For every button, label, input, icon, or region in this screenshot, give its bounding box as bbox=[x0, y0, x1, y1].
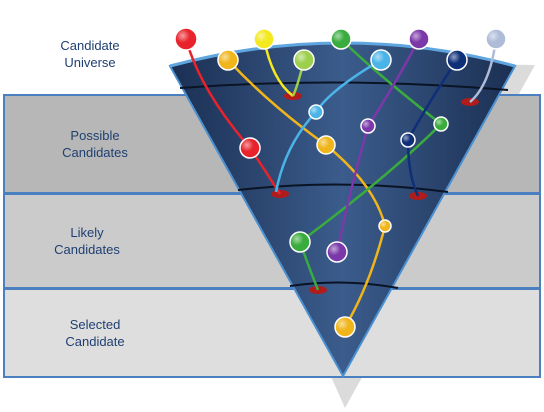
label-likely-candidates: Likely Candidates bbox=[54, 225, 120, 257]
purple-candidate-ball-shine-1 bbox=[409, 29, 429, 49]
navy-candidate-ball-shine-1 bbox=[447, 50, 467, 70]
orange-candidate-path bbox=[227, 59, 387, 328]
candidate-balls bbox=[174, 27, 507, 338]
sky-blue-candidate-ball-shine-1 bbox=[371, 50, 391, 70]
orange-candidate-ball-shine-4 bbox=[335, 317, 355, 337]
green-candidate-ball-shine-3 bbox=[290, 232, 310, 252]
band-selected bbox=[3, 288, 541, 378]
filter-ring-1 bbox=[179, 81, 509, 91]
sky-blue-candidate-ball-shine-2 bbox=[309, 105, 323, 119]
label-possible-candidates: Possible Candidates bbox=[62, 128, 128, 160]
label-selected-candidate: Selected Candidate bbox=[65, 317, 125, 349]
purple-candidate-ball-shine-2 bbox=[361, 119, 375, 133]
orange-candidate-ball-shine-3 bbox=[379, 220, 391, 232]
orange-candidate-ball-shine-1 bbox=[218, 50, 238, 70]
orange-candidate-ball-shine-2 bbox=[317, 136, 335, 154]
light-green-candidate-ball-shine-1 bbox=[294, 50, 314, 70]
green-candidate-ball-shine-1 bbox=[331, 29, 351, 49]
green-candidate-path bbox=[298, 38, 443, 291]
red-candidate-ball-shine-2 bbox=[240, 138, 260, 158]
yellow-candidate-ball-shine-1 bbox=[254, 29, 274, 49]
purple-candidate-ball-shine-3 bbox=[327, 242, 347, 262]
label-candidate-universe: Candidate Universe bbox=[60, 38, 120, 70]
pale-blue-candidate-ball-shine-1 bbox=[486, 29, 506, 49]
navy-candidate-ball-shine-2 bbox=[401, 133, 415, 147]
red-candidate-path bbox=[184, 38, 282, 195]
red-candidate-ball-shine-1 bbox=[175, 28, 197, 50]
green-candidate-ball-shine-2 bbox=[434, 117, 448, 131]
filter-ring-2 bbox=[237, 183, 449, 193]
filter-ring-3 bbox=[289, 281, 399, 289]
